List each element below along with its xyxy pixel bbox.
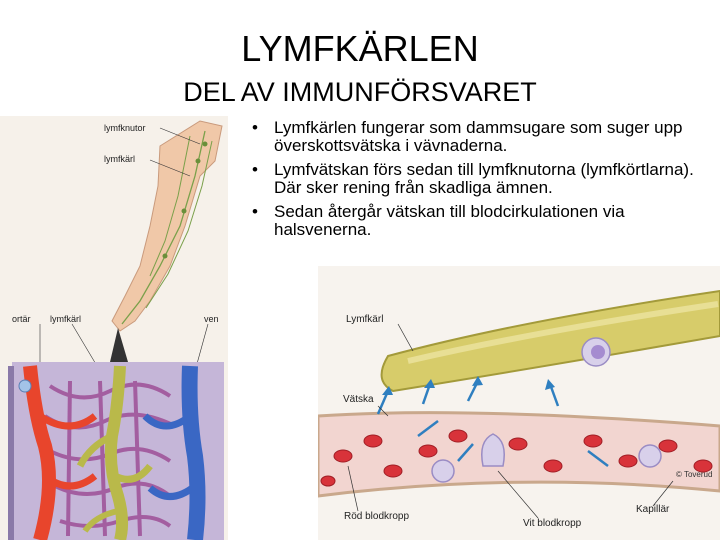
capillary-tube	[318, 411, 720, 498]
label-leader	[497, 470, 539, 519]
bullet-list: • Lymfkärlen fungerar som dammsugare som …	[252, 119, 702, 245]
label-rod-blodkropp: Röd blodkropp	[344, 511, 410, 522]
red-blood-cells	[320, 429, 713, 487]
arm-lymph-drawing	[8, 120, 224, 540]
arm-lymph-vessel	[149, 135, 191, 277]
arm-shape	[111, 120, 223, 332]
artery-branch	[42, 473, 98, 490]
label-leader	[377, 405, 389, 417]
artery-branch	[38, 413, 98, 430]
capillary-illustration: Lymfkärl Vätska Röd blodkropp Vit blodkr…	[318, 266, 720, 540]
bullet-text: Lymfvätskan förs sedan till lymfknutorna…	[274, 160, 694, 197]
arm-lymph-vessel	[145, 140, 213, 309]
tissue-lymph-vessel	[104, 365, 129, 540]
label-vatska: Vätska	[343, 394, 374, 405]
lymph-node	[195, 158, 201, 164]
vein-branch	[142, 413, 193, 430]
vein-branch	[147, 483, 198, 500]
tissue-lymph-branch	[76, 432, 114, 468]
lymph-white-cell-nucleus	[591, 345, 605, 359]
bullet-glyph: •	[252, 118, 258, 137]
slide-subtitle: DEL AV IMMUNFÖRSVARET	[183, 77, 537, 107]
label-leader	[347, 465, 359, 512]
bullet-text: Lymfkärlen fungerar som dammsugare som s…	[274, 118, 683, 155]
lymph-node	[202, 141, 208, 147]
label-kapillar: Kapillär	[636, 504, 670, 515]
capillary-white-cell	[638, 444, 662, 468]
artery	[23, 365, 56, 540]
vein	[181, 365, 206, 540]
label-lymfkarl-tissue: lymfkärl	[50, 314, 81, 324]
label-ven: ven	[204, 314, 219, 324]
label-lymfkarl: Lymfkärl	[346, 314, 384, 325]
bullet-item: • Sedan återgår vätskan till blodcirkulat…	[252, 203, 702, 239]
label-lymfknutor: lymfknutor	[104, 123, 146, 133]
migrating-white-cell	[481, 433, 505, 467]
copyright-note: © Toverud	[676, 470, 713, 479]
label-vit-blodkropp: Vit blodkropp	[523, 518, 582, 529]
label-leader	[149, 159, 191, 177]
lymph-vessel-highlight	[407, 301, 719, 364]
tissue-block-side	[8, 366, 14, 540]
fluid-arrowheads	[382, 376, 555, 395]
arm-lymph-illustration: lymfknutor lymfkärl ortär lymfkärl ven	[0, 116, 228, 540]
bullet-item: • Lymfkärlen fungerar som dammsugare som …	[252, 119, 702, 155]
label-lymfkarl-arm: lymfkärl	[104, 154, 135, 164]
label-leader	[159, 127, 201, 145]
arm-lymph-vessel	[121, 130, 206, 325]
bullet-item: • Lymfvätskan förs sedan till lymfknutorn…	[252, 161, 702, 197]
capillary-drawing	[318, 289, 720, 519]
label-artar: ortär	[12, 314, 31, 324]
tissue-lymph-branch	[113, 463, 153, 483]
tissue-lymph-branch	[82, 508, 119, 533]
lymph-node	[162, 253, 168, 259]
label-leader	[652, 480, 674, 507]
zoom-funnel	[110, 328, 128, 362]
lymph-vessel-tube	[380, 289, 720, 393]
bullet-text: Sedan återgår vätskan till blodcirkulati…	[274, 202, 625, 239]
bullet-glyph: •	[252, 160, 258, 179]
capillary-white-cell	[431, 459, 455, 483]
tissue-cell	[18, 379, 32, 393]
label-leader	[397, 323, 414, 352]
slide-title: LYMFKÄRLEN	[241, 28, 479, 69]
lymph-node	[181, 208, 187, 214]
bullet-glyph: •	[252, 202, 258, 221]
